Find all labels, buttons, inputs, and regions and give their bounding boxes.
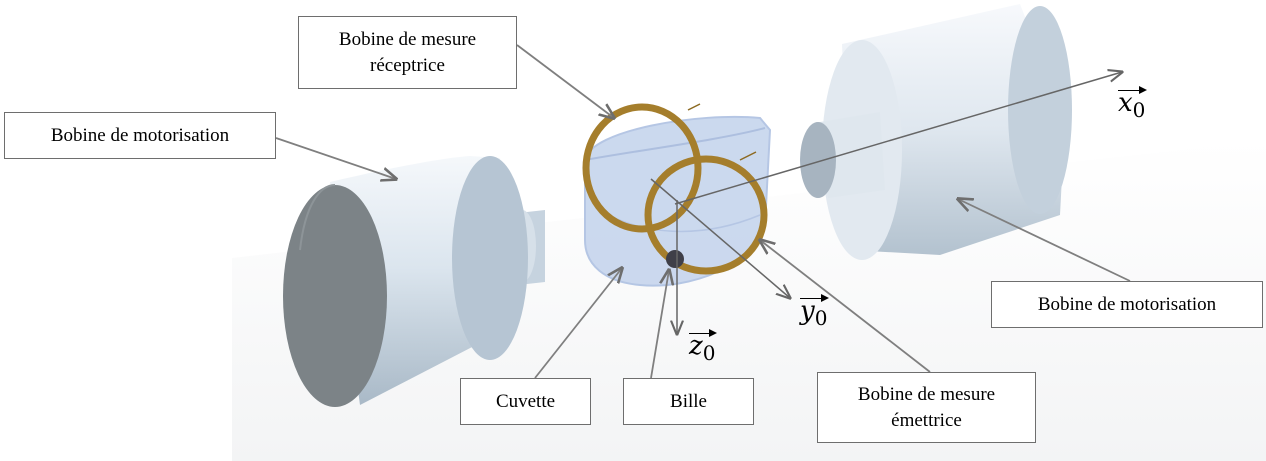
label-bobine-motorisation-left: Bobine de motorisation [4,112,276,159]
emitting-coil-shape [644,155,768,275]
leader-motorisation-right [958,199,1131,282]
ball-shape [666,250,684,268]
label-cuvette-text: Cuvette [495,390,556,412]
vector-arrow-icon [1118,86,1148,94]
label-bille: Bille [623,378,754,425]
emitting-coil-lead [739,151,757,161]
right-motor-coil [800,4,1072,260]
receiving-coil-lead [687,103,701,111]
axis-label-z0: z0 [689,329,718,365]
leader-bille [650,270,669,379]
axis-y-symbol: y [800,296,815,326]
label-receptrice-line2: réceptrice [370,54,445,76]
axis-y-subscript: 0 [814,306,828,330]
leader-emettrice [760,240,931,373]
label-bobine-motorisation-right: Bobine de motorisation [991,281,1263,328]
label-motorisation-right-text: Bobine de motorisation [1037,293,1217,315]
vector-arrow-icon [689,329,718,337]
label-emettrice-line1: Bobine de mesure [857,383,996,405]
label-bille-text: Bille [670,390,707,412]
label-bobine-mesure-receptrice: Bobine de mesure réceptrice [298,16,517,89]
leader-receptrice [516,44,614,118]
leader-cuvette [534,268,622,379]
leader-lines [275,44,1131,379]
label-motorisation-left-text: Bobine de motorisation [50,124,230,146]
label-receptrice-line1: Bobine de mesure [338,28,477,50]
leader-motorisation-left [275,137,396,179]
label-bobine-mesure-emettrice: Bobine de mesure émettrice [817,372,1036,443]
label-cuvette: Cuvette [460,378,591,425]
axis-x-symbol: x [1118,88,1133,118]
axis-label-y0: y0 [800,294,830,330]
axis-z-subscript: 0 [702,341,716,365]
vector-arrow-icon [800,294,830,302]
axes [650,72,1122,334]
receiving-coil-shape [582,103,702,233]
left-motor-coil [283,156,545,407]
label-emettrice-line2: émettrice [891,409,962,431]
axis-x-subscript: 0 [1132,98,1146,122]
axis-label-x0: x0 [1118,86,1148,122]
axis-z-symbol: z [689,331,703,361]
